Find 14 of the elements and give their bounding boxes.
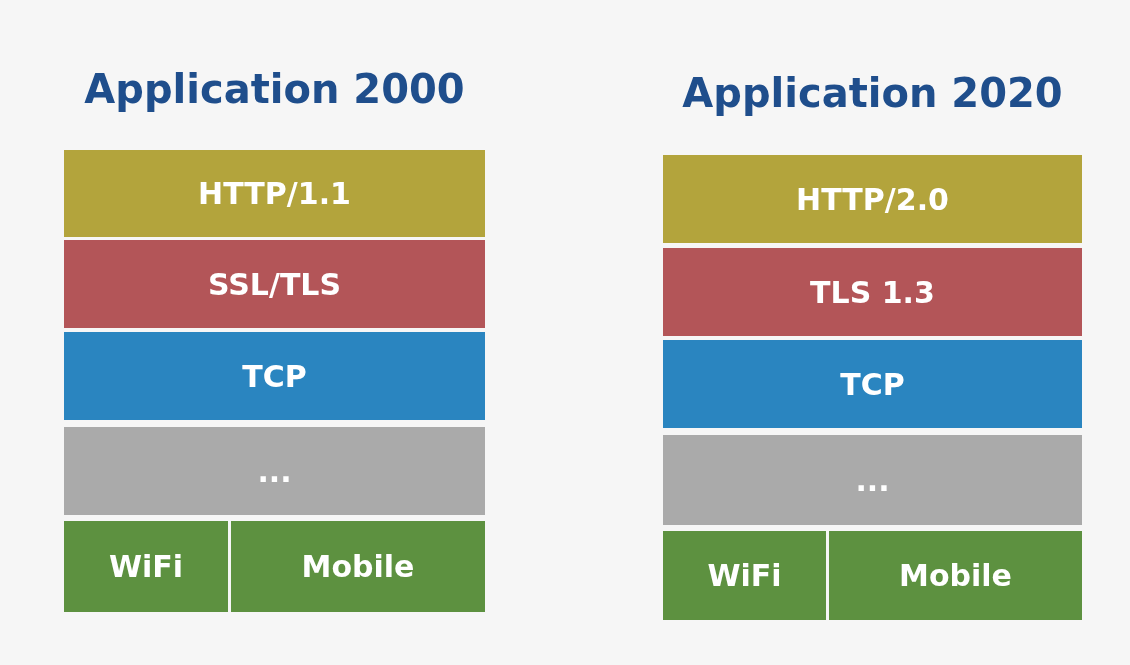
protocol-layer: ... bbox=[64, 427, 485, 515]
link-layer-cell: Mobile bbox=[231, 521, 485, 612]
protocol-layer: HTTP/2.0 bbox=[663, 155, 1082, 243]
link-layer-cell: Mobile bbox=[829, 531, 1082, 620]
stack-heading: Application 2000 bbox=[83, 66, 466, 112]
stack-heading: Application 2020 bbox=[681, 70, 1064, 116]
link-layer-cell: WiFi bbox=[64, 521, 228, 612]
protocol-layer: TCP bbox=[663, 340, 1082, 428]
protocol-layer: TLS 1.3 bbox=[663, 248, 1082, 336]
protocol-layer: TCP bbox=[64, 332, 485, 420]
protocol-layer: ... bbox=[663, 435, 1082, 525]
link-layer-cell: WiFi bbox=[663, 531, 826, 620]
protocol-layer: SSL/TLS bbox=[64, 240, 485, 328]
protocol-layer: HTTP/1.1 bbox=[64, 150, 485, 237]
